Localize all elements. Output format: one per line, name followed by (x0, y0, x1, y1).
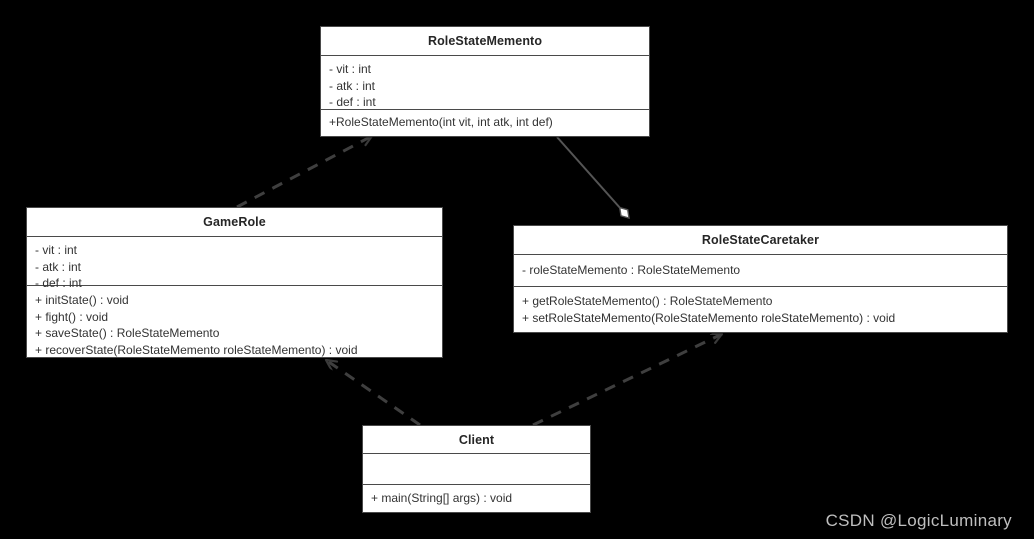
attribute-item: - atk : int (329, 78, 376, 93)
connector-memento-to-caretaker (556, 136, 629, 218)
class-methods-role-state-memento: +RoleStateMemento(int vit, int atk, int … (321, 110, 649, 136)
class-box-game-role[interactable]: GameRole - vit : int - atk : int - def :… (26, 207, 443, 358)
attribute-item: - atk : int (35, 259, 82, 274)
class-methods-client: + main(String[] args) : void (363, 485, 590, 512)
method-item: + setRoleStateMemento(RoleStateMemento r… (522, 310, 896, 325)
method-item: + main(String[] args) : void (371, 491, 513, 505)
attribute-item: - vit : int (329, 62, 372, 76)
class-box-role-state-memento[interactable]: RoleStateMemento - vit : int - atk : int… (320, 26, 650, 137)
method-item: + fight() : void (35, 309, 109, 324)
class-methods-game-role: + initState() : void + fight() : void + … (27, 286, 442, 359)
attribute-item: - roleStateMemento : RoleStateMemento (522, 263, 741, 277)
watermark-text: CSDN @LogicLuminary (825, 511, 1012, 530)
class-methods-role-state-caretaker: + getRoleStateMemento() : RoleStateMemen… (514, 287, 1007, 332)
class-box-client[interactable]: Client + main(String[] args) : void (362, 425, 591, 513)
class-attributes-role-state-caretaker: - roleStateMemento : RoleStateMemento (514, 255, 1007, 287)
class-title-role-state-memento: RoleStateMemento (321, 27, 649, 56)
class-attributes-game-role: - vit : int - atk : int - def : int (27, 237, 442, 290)
connector-client-to-caretaker (532, 332, 722, 427)
method-item: + initState() : void (35, 293, 129, 307)
class-box-role-state-caretaker[interactable]: RoleStateCaretaker - roleStateMemento : … (513, 225, 1008, 333)
method-item: + saveState() : RoleStateMemento (35, 326, 220, 340)
attribute-item: - def : int (35, 276, 82, 290)
class-attributes-client (363, 454, 590, 485)
connector-gamerole-to-memento (236, 134, 372, 209)
class-title-client: Client (363, 426, 590, 454)
attribute-item: - def : int (329, 95, 376, 109)
method-item: + recoverState(RoleStateMemento roleStat… (35, 342, 358, 357)
method-item: + getRoleStateMemento() : RoleStateMemen… (522, 294, 773, 308)
class-title-role-state-caretaker: RoleStateCaretaker (514, 226, 1007, 255)
attribute-item: - vit : int (35, 243, 78, 257)
class-title-game-role: GameRole (27, 208, 442, 237)
connector-client-to-gamerole (326, 358, 421, 427)
method-item: +RoleStateMemento(int vit, int atk, int … (329, 115, 553, 129)
class-attributes-role-state-memento: - vit : int - atk : int - def : int (321, 56, 649, 110)
